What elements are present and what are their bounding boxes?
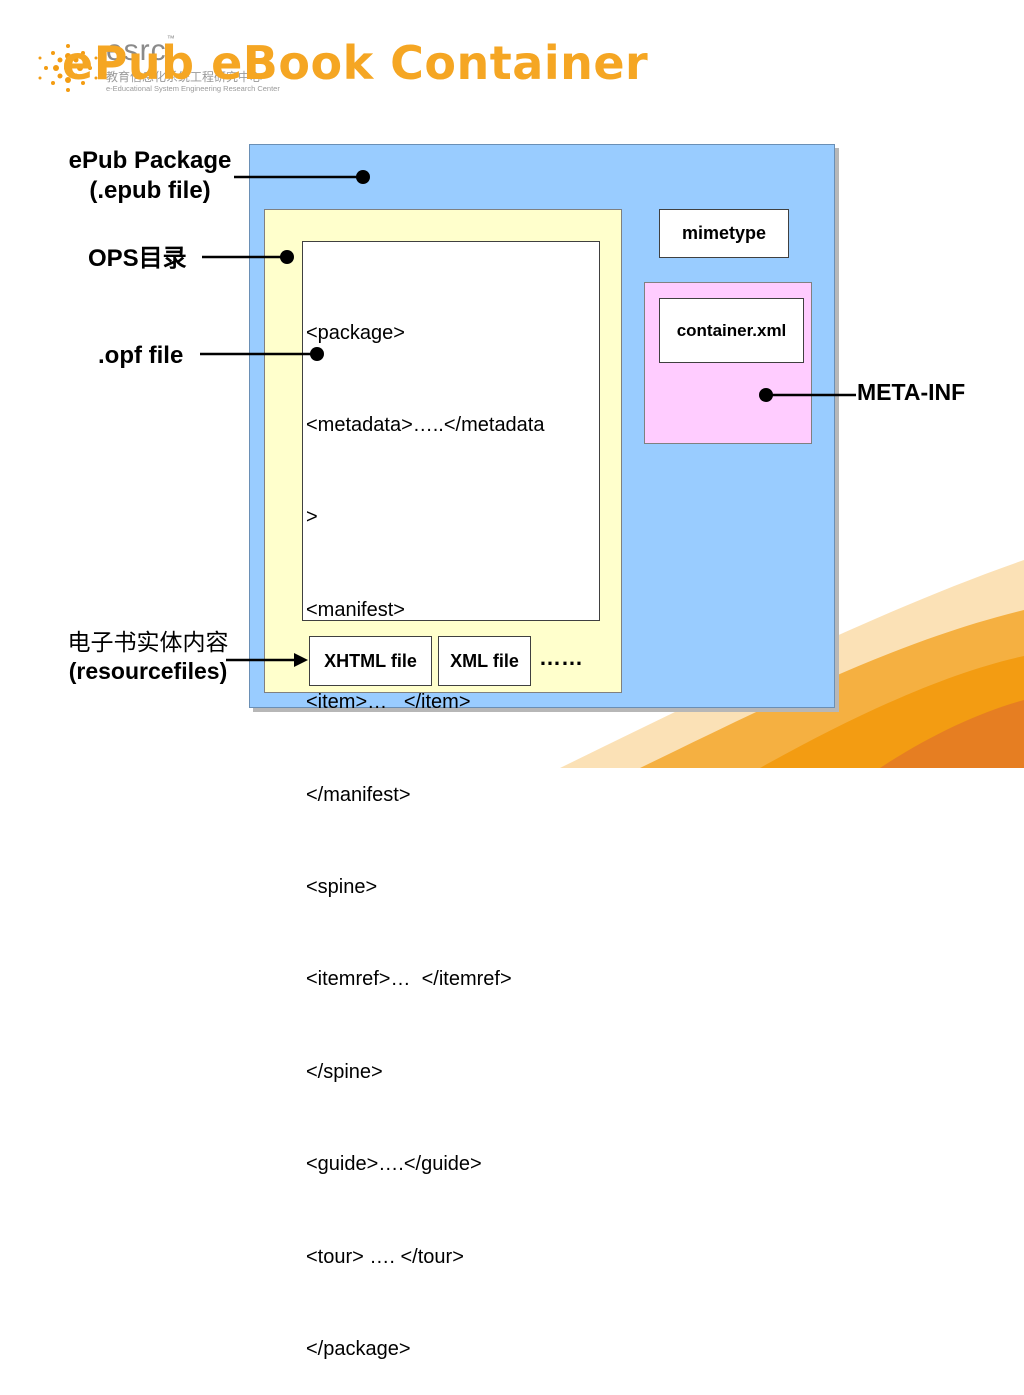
xml-file-box: XML file: [438, 636, 531, 686]
opf-line: <spine>: [306, 875, 378, 898]
opf-line: <package>: [306, 321, 405, 344]
label-resources-english: (resourcefiles): [68, 658, 228, 684]
opf-line: <metadata>…..</metadata: [306, 413, 545, 436]
opf-line: <manifest>: [306, 598, 405, 621]
label-ops: OPS目录: [88, 245, 187, 272]
opf-line: </package>: [306, 1337, 411, 1360]
label-opf: .opf file: [98, 342, 184, 369]
opf-file-box: [302, 241, 600, 621]
slide-title: ePub eBook Container: [62, 36, 649, 90]
opf-line: <tour> …. </tour>: [306, 1245, 464, 1268]
more-files-ellipsis: ……: [539, 645, 583, 670]
logo-english-name: e-Educational System Engineering Researc…: [106, 84, 280, 93]
esrc-logo: [36, 36, 296, 100]
container-xml-box: container.xml: [659, 298, 804, 363]
mimetype-box: mimetype: [659, 209, 789, 258]
opf-line: <itemref>… </itemref>: [306, 968, 512, 991]
logo-chinese-name: 教育信息化系统工程研究中心: [106, 70, 263, 84]
label-resources-chinese: 电子书实体内容: [67, 629, 229, 655]
opf-line: </spine>: [306, 1060, 383, 1083]
opf-line: </manifest>: [306, 783, 411, 806]
logo-wordmark: esrc™: [106, 34, 176, 67]
label-epub-package: ePub Package (.epub file): [68, 147, 232, 204]
label-meta-inf: META-INF: [857, 379, 966, 405]
opf-line: <guide>….</guide>: [306, 1153, 482, 1176]
opf-code-lines: <package> <metadata>…..</metadata > <man…: [306, 256, 545, 1395]
opf-line: >: [306, 506, 318, 529]
sunburst-logo-icon: [38, 44, 98, 92]
opf-line: <item>… </item>: [306, 691, 471, 714]
xhtml-file-box: XHTML file: [309, 636, 432, 686]
label-resources: 电子书实体内容 (resourcefiles): [60, 628, 236, 686]
